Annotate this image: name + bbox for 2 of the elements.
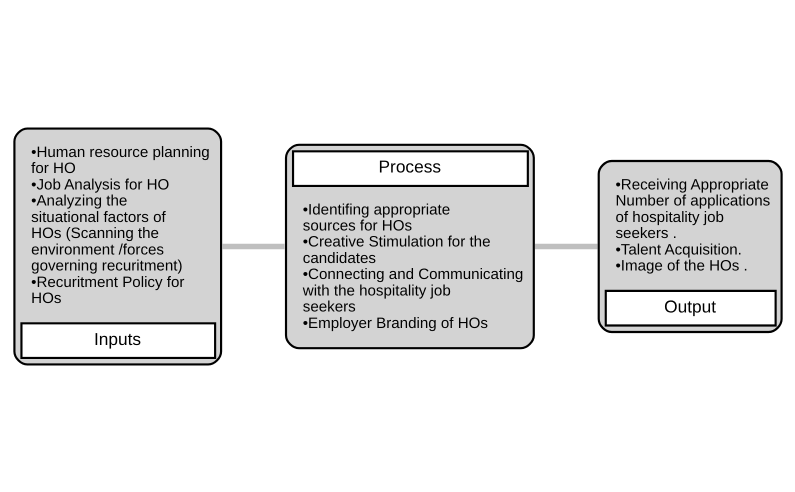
connector — [534, 243, 597, 249]
connector — [222, 243, 284, 249]
